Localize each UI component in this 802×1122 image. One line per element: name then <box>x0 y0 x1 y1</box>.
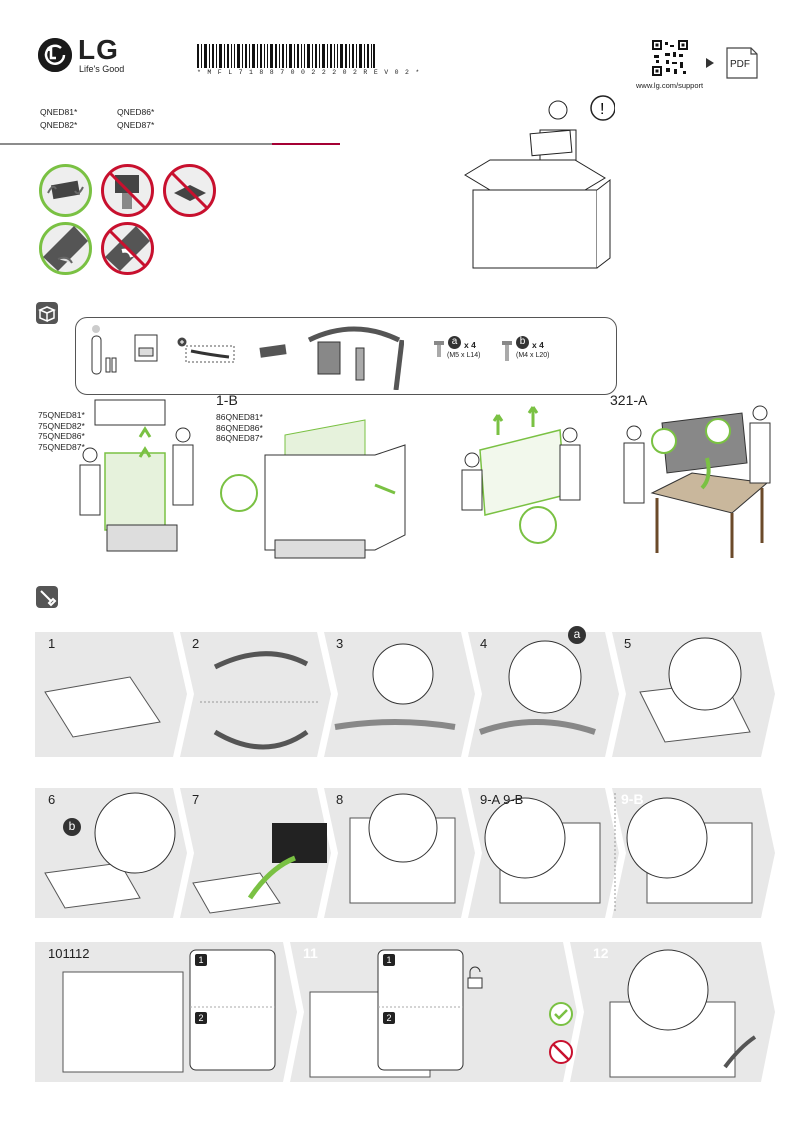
unpack-title-1b: 1-B <box>216 392 238 408</box>
step-number: 3 <box>336 636 344 651</box>
model-label: 75QNED81* <box>38 410 85 420</box>
manual-icon <box>134 334 160 362</box>
steps-row-2-background <box>35 788 775 918</box>
cable-clip-icon <box>258 342 288 360</box>
model-label: 75QNED82* <box>38 420 85 431</box>
step-number: 101112 <box>48 946 90 961</box>
unpack-warning-illustration: ! <box>455 90 615 280</box>
assembly-tools-icon <box>36 586 58 608</box>
step-number: 5 <box>624 636 632 651</box>
brand-tagline: Life's Good <box>79 64 125 74</box>
arrow-right-icon <box>706 58 714 68</box>
unpack-models-left: 75QNED81* 75QNED82* 75QNED86* 75QNED87* <box>38 410 85 452</box>
steps-row-1-background <box>35 632 775 757</box>
cable-holder-icon <box>176 336 236 364</box>
svg-text:!: ! <box>600 101 604 118</box>
model-label: 86QNED86* <box>216 422 263 433</box>
handling-dont-lift-icon <box>100 163 155 218</box>
step-number: 2 <box>192 636 200 651</box>
pdf-label: PDF <box>730 59 750 70</box>
screw-a-spec: (M5 x L14) <box>447 352 481 359</box>
model-label: QNED82* <box>40 120 78 130</box>
step-number: 4 <box>480 636 488 651</box>
unpack-scene-75 <box>65 395 205 570</box>
screw-a-icon <box>433 340 445 358</box>
step-number: 7 <box>192 792 200 807</box>
screw-b-icon <box>501 340 513 362</box>
screw-a-badge: a <box>448 336 461 349</box>
model-label: 86QNED81* <box>216 412 263 422</box>
screw-b-callout: b <box>63 818 81 836</box>
model-label: 75QNED87* <box>38 441 85 452</box>
substep-badge: 2 <box>383 1012 395 1024</box>
handling-dont-flat-icon <box>162 163 217 218</box>
support-url: www.lg.com/support <box>636 81 704 90</box>
step-number: 8 <box>336 792 344 807</box>
barcode-image <box>197 44 375 68</box>
steps-row-2: 6 7 8 9-A 9-B 9-B b <box>35 788 775 918</box>
steps-row-3-background <box>35 942 775 1082</box>
lg-logo-icon <box>38 38 72 72</box>
model-label: 75QNED86* <box>38 431 85 441</box>
place-on-table-scene <box>622 403 772 563</box>
step-number-ghost: 12 <box>593 945 609 961</box>
remote-control-icon <box>88 324 118 379</box>
model-label: 86QNED87* <box>216 433 263 443</box>
divider-gray <box>0 143 272 145</box>
steps-row-1: 1 2 3 4 5 a <box>35 626 775 757</box>
model-label: QNED87* <box>117 120 155 130</box>
box-contents-icon <box>36 302 58 324</box>
handling-grip-icon <box>38 221 93 276</box>
box-contents-panel: a x 4 (M5 x L14) b x 4 (M4 x L20) <box>75 317 617 395</box>
models-col2: QNED86* QNED87* <box>117 106 154 132</box>
unpack-title-321a: 321-A <box>610 392 648 408</box>
screw-b-badge: b <box>516 336 529 349</box>
step-number-ghost: 11 <box>303 945 318 961</box>
screw-a-callout: a <box>568 626 586 644</box>
model-label: QNED86* <box>117 107 155 117</box>
brand-name: LG <box>78 34 119 65</box>
screw-b-count: x 4 <box>532 340 544 350</box>
step-number: 6 <box>48 792 56 807</box>
handling-dont-press-icon <box>100 221 155 276</box>
stand-parts-icon <box>304 320 404 390</box>
screw-a-count: x 4 <box>464 340 476 350</box>
step-number: 1 <box>48 636 56 651</box>
qr-code-icon <box>652 40 688 76</box>
handling-do-icon <box>38 163 93 218</box>
pdf-document-icon: PDF <box>726 47 758 79</box>
models-col1: QNED81* QNED82* <box>40 106 77 132</box>
substep-badge: 1 <box>195 954 207 966</box>
barcode-text: * M F L 7 1 8 8 7 0 0 2 2 2 0 2 R E V 0 … <box>197 69 421 76</box>
step-number-ghost: 9-B <box>621 791 644 807</box>
model-label: QNED81* <box>40 107 78 117</box>
divider-red <box>272 143 340 145</box>
unpack-models-mid: 86QNED81* 86QNED86* 86QNED87* <box>216 412 263 444</box>
lift-tv-scene <box>450 405 590 555</box>
screw-b-spec: (M4 x L20) <box>516 352 550 359</box>
substep-badge: 1 <box>383 954 395 966</box>
substep-badge: 2 <box>195 1012 207 1024</box>
unpack-scene-86 <box>215 415 425 565</box>
step-number: 9-A 9-B <box>480 792 524 807</box>
steps-row-3: 101112 11 12 1 2 1 2 <box>35 942 775 1082</box>
